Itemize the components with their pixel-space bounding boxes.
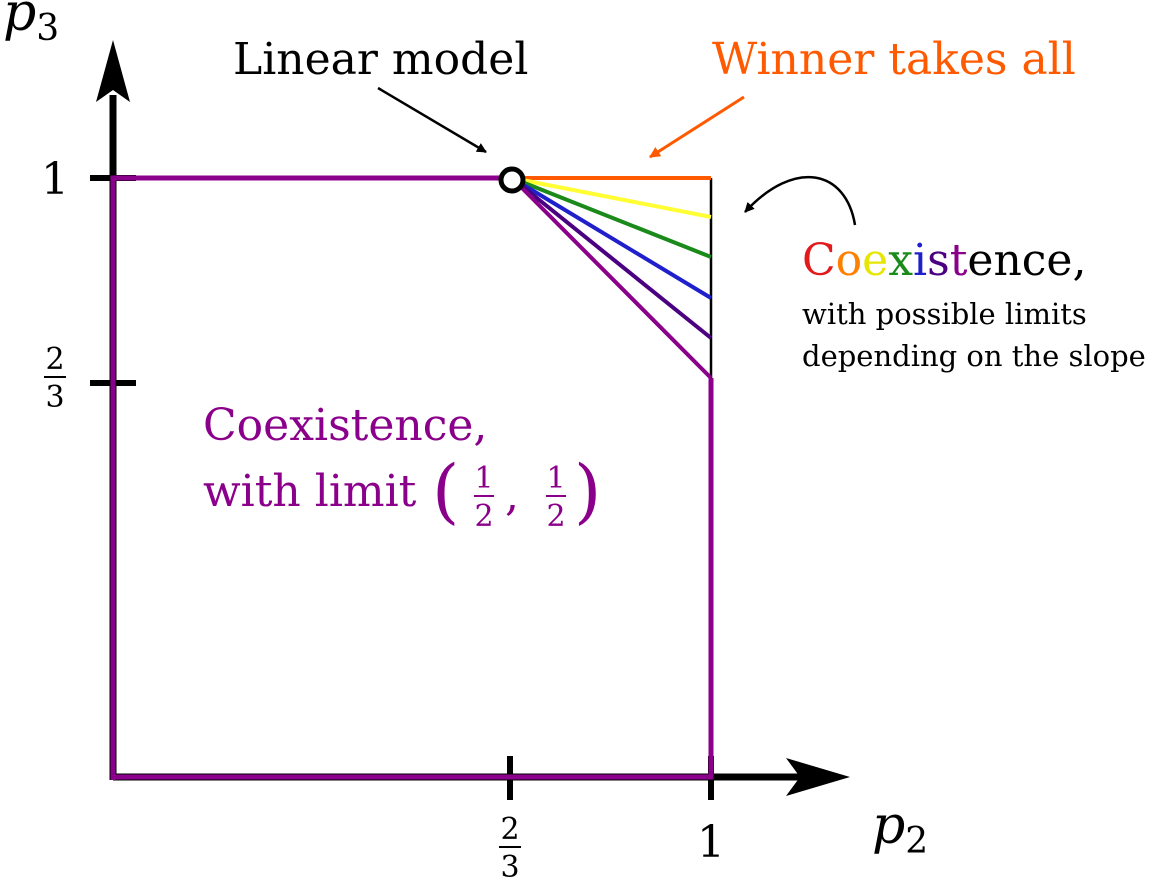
region-line2: with limit xyxy=(203,466,417,517)
y-tick-label-two-thirds: 2 3 xyxy=(44,342,66,415)
boundary-bottom-right xyxy=(113,378,714,780)
coexistence-letter: ence, xyxy=(967,235,1086,286)
linear-model-point xyxy=(498,166,526,194)
winner-arrow xyxy=(649,95,745,159)
x-tick-label-two-thirds: 2 3 xyxy=(499,812,521,885)
region-limit: ( 1 2 , 1 2 ) xyxy=(432,450,601,534)
x-tick-den: 3 xyxy=(500,850,519,881)
fan-line-yellow xyxy=(511,176,712,219)
x-tick-label-1: 1 xyxy=(697,817,725,868)
coexistence-letter: C xyxy=(802,235,836,286)
fan-line-purple xyxy=(510,176,713,380)
coexistence-line3: depending on the slope xyxy=(802,339,1146,373)
region-paren-right: ) xyxy=(574,450,601,532)
winner-takes-all-label: Winner takes all xyxy=(712,34,1076,85)
region-limit-comma: , xyxy=(505,470,519,521)
y-axis-arrowhead xyxy=(96,40,130,102)
linear-model-arrow xyxy=(377,86,487,154)
region-line1: Coexistence, xyxy=(203,400,487,451)
coexistence-letter: e xyxy=(862,235,888,286)
fan-line-green xyxy=(511,176,712,259)
x-axis-arrowhead xyxy=(786,758,850,796)
coexistence-letter: x xyxy=(888,235,913,286)
region-paren-left: ( xyxy=(432,450,459,532)
region-limit-num-a: 1 xyxy=(474,461,493,496)
coexistence-letter: s xyxy=(927,235,950,286)
coexistence-letter: t xyxy=(950,235,968,286)
region-limit-den-a: 2 xyxy=(474,499,493,534)
y-tick-num: 2 xyxy=(45,342,64,377)
boundary-left-top xyxy=(110,175,512,780)
coexistence-letter: i xyxy=(913,235,927,286)
x-tick-num: 2 xyxy=(500,812,519,847)
x-axis-label: p2 xyxy=(872,796,928,862)
linear-model-label: Linear model xyxy=(233,34,528,85)
region-limit-den-b: 2 xyxy=(546,499,565,534)
y-tick-den: 3 xyxy=(45,380,64,415)
fan-line-blue xyxy=(510,176,713,300)
region-limit-num-b: 1 xyxy=(546,461,565,496)
coexistence-line2: with possible limits xyxy=(802,297,1087,331)
coexistence-letter: o xyxy=(836,235,863,286)
y-tick-label-1: 1 xyxy=(41,154,69,205)
y-axis-label: p3 xyxy=(3,0,59,49)
fan-line-indigo xyxy=(510,176,713,340)
coexistence-heading: Coexistence, xyxy=(802,235,1086,286)
coexistence-curved-arrow xyxy=(744,175,857,226)
